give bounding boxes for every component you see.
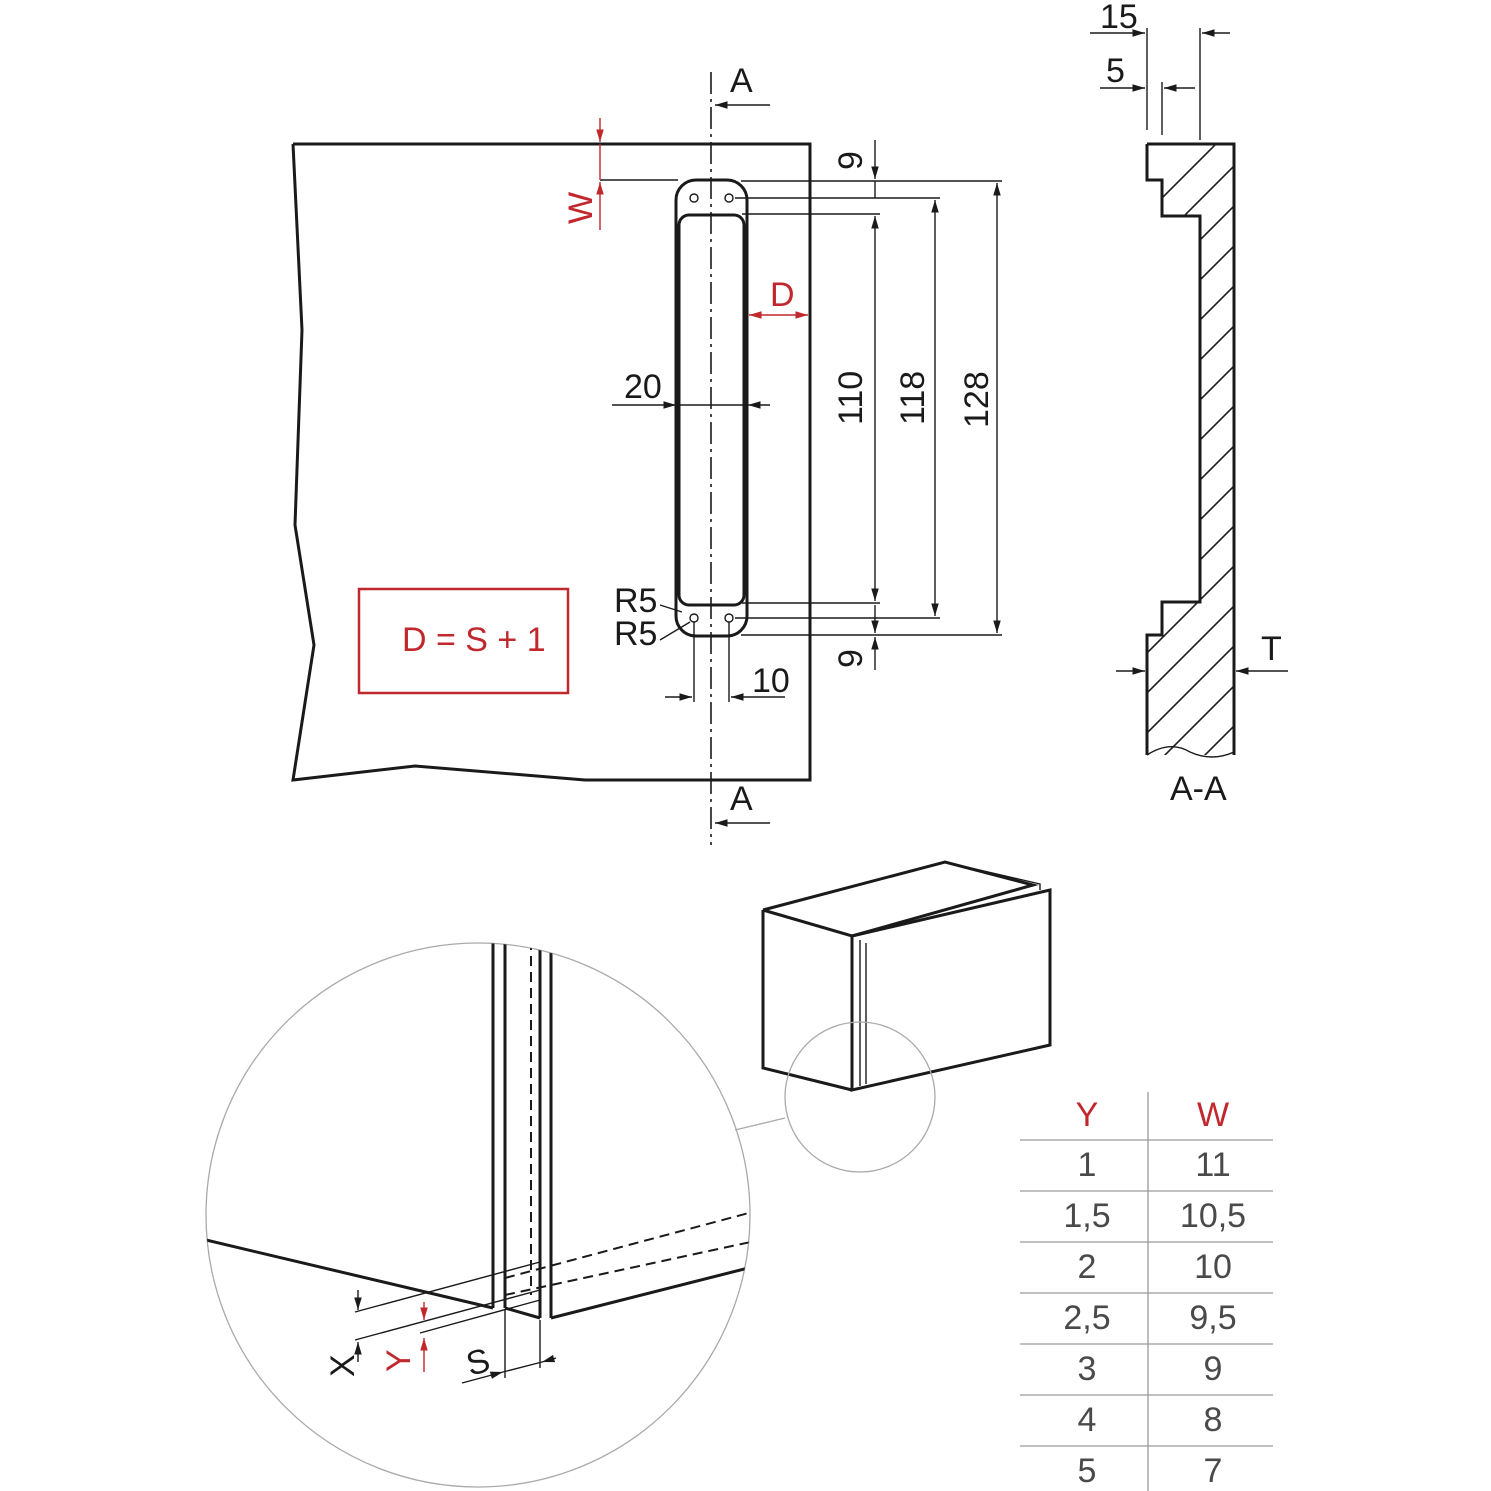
section-marker-top: A xyxy=(730,62,753,100)
cabinet-iso xyxy=(734,860,1052,1173)
dim-15: 15 xyxy=(1100,0,1138,36)
dim-110: 110 xyxy=(832,371,870,425)
section-profile xyxy=(1145,142,1236,755)
handle-outline xyxy=(674,178,749,638)
detail-view: X Y S xyxy=(205,942,751,1488)
dim-5: 5 xyxy=(1106,52,1125,90)
table-cell-y: 2 xyxy=(1078,1248,1097,1286)
section-marker-bottom: A xyxy=(730,780,753,818)
t-label: T xyxy=(1261,630,1282,668)
table-cell-y: 1,5 xyxy=(1063,1197,1110,1235)
dim-118: 118 xyxy=(894,371,932,425)
screw-hole-top-left xyxy=(689,193,699,203)
table-cell-w: 11 xyxy=(1195,1146,1230,1184)
table-cell-y: 5 xyxy=(1078,1452,1097,1490)
dim-128: 128 xyxy=(958,371,996,428)
dim-9-top: 9 xyxy=(832,151,870,170)
table-cell-w: 8 xyxy=(1204,1401,1223,1439)
dim-9-bottom: 9 xyxy=(832,649,870,668)
table-header-w: W xyxy=(1197,1096,1229,1134)
screw-hole-top-right xyxy=(724,193,734,203)
s-label: S xyxy=(462,1341,494,1384)
front-view: A A W D 20 R5 R5 10 xyxy=(291,62,1002,845)
x-label: X xyxy=(324,1354,362,1377)
table-cell-y: 2,5 xyxy=(1063,1299,1110,1337)
formula-box xyxy=(357,587,570,695)
table-cell-w: 9 xyxy=(1204,1350,1223,1388)
screw-hole-bottom-left xyxy=(689,613,699,623)
section-view-label: A-A xyxy=(1170,770,1227,808)
y-label: Y xyxy=(380,1349,418,1372)
screw-hole-bottom-right xyxy=(724,613,734,623)
width-20-label: 20 xyxy=(624,368,662,406)
d-label: D xyxy=(770,276,795,314)
door-panel-outline xyxy=(291,142,812,782)
w-label: W xyxy=(562,192,600,224)
formula-text: D = S + 1 xyxy=(402,621,546,659)
table-cell-y: 3 xyxy=(1078,1350,1097,1388)
section-view: 15 5 T A-A xyxy=(1090,0,1288,808)
table-cell-y: 1 xyxy=(1078,1146,1097,1184)
table-cell-w: 9,5 xyxy=(1189,1299,1236,1337)
r5-bottom-label: R5 xyxy=(614,615,657,653)
hole-offset-10-label: 10 xyxy=(752,662,790,700)
table-cell-w: 7 xyxy=(1204,1452,1223,1490)
r5-top-label: R5 xyxy=(614,582,657,620)
handle-inner-recess xyxy=(677,213,746,607)
table-cell-w: 10,5 xyxy=(1180,1197,1246,1235)
table-cell-w: 10 xyxy=(1194,1248,1232,1286)
table-header-y: Y xyxy=(1076,1096,1099,1134)
table-cell-y: 4 xyxy=(1078,1401,1097,1439)
